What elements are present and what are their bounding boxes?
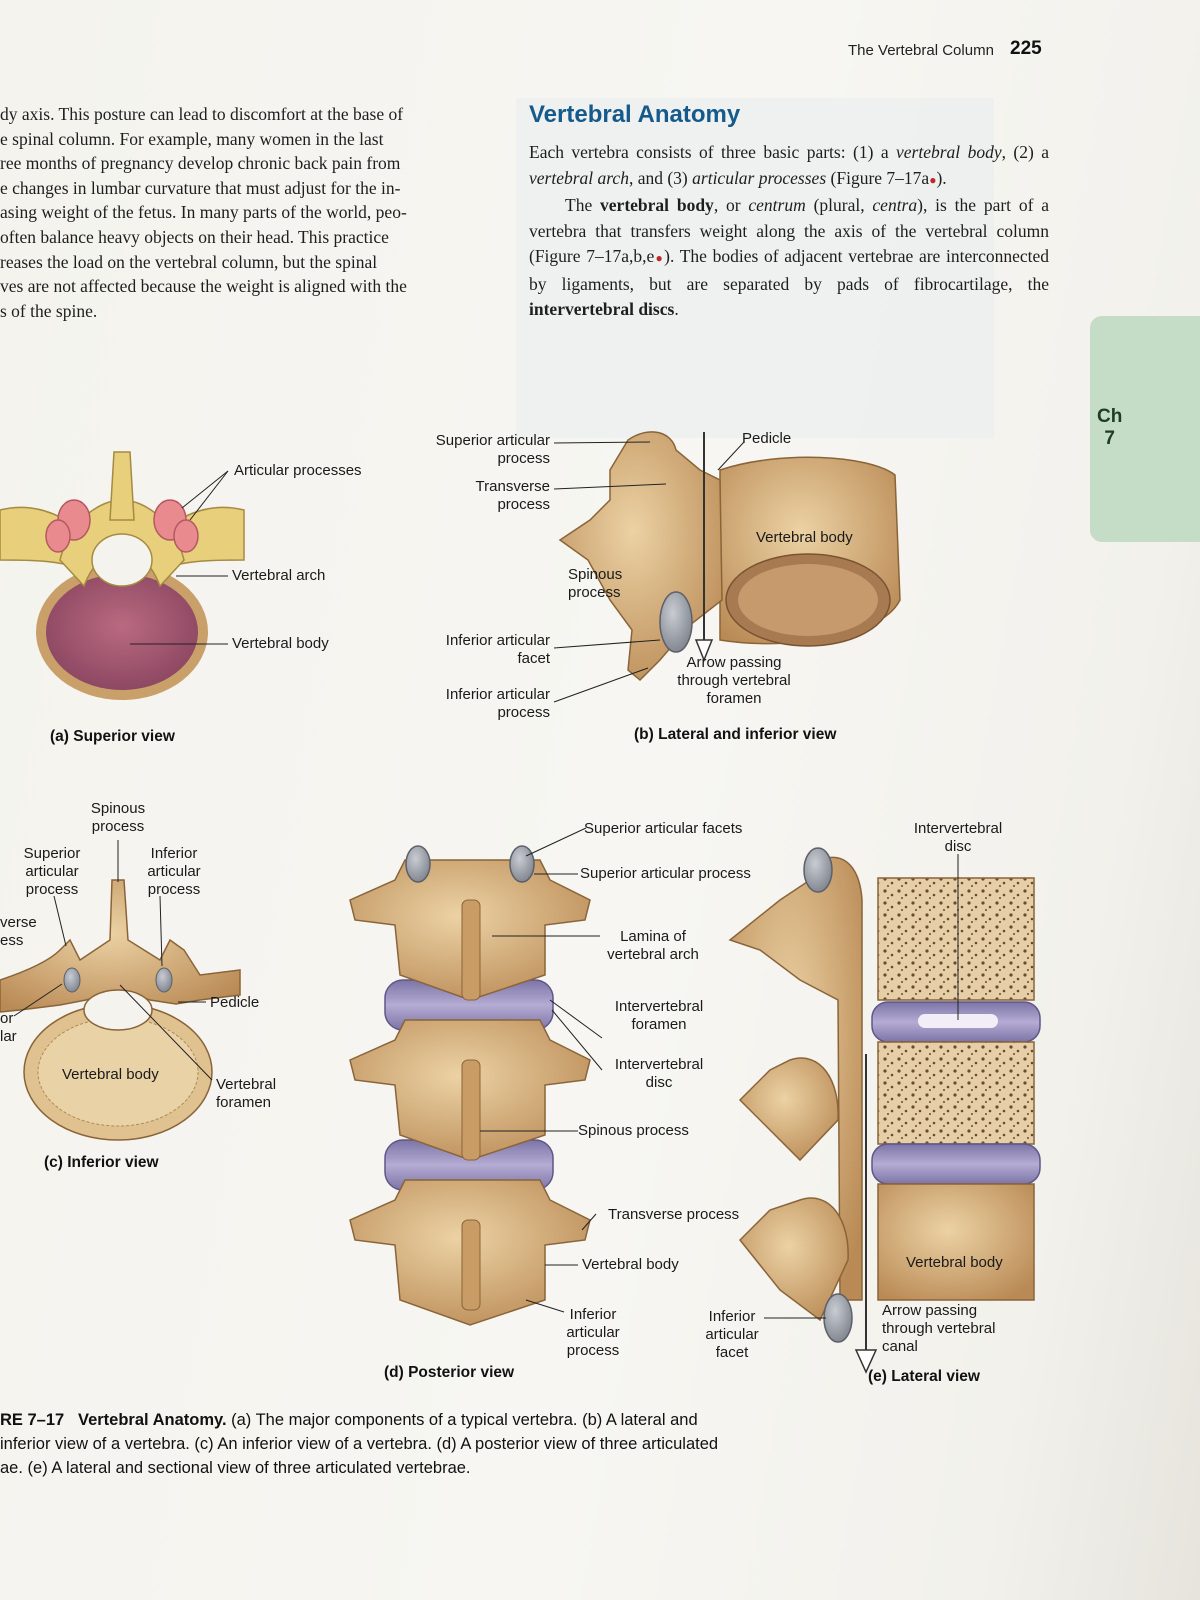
section-heading: Vertebral Anatomy [529, 101, 741, 128]
caption-figure-b: (b) Lateral and inferior view [634, 726, 837, 743]
figure-caption-line: ae. (e) A lateral and sectional view of … [0, 1459, 471, 1477]
label-intervertebral-foramen-d: Intervertebral foramen [614, 998, 704, 1033]
label-vertebral-body-e: Vertebral body [906, 1254, 1003, 1271]
text-line: often balance heavy objects on their hea… [0, 226, 389, 247]
label-intervertebral-disc-e: Intervertebral disc [913, 820, 1003, 855]
label-superior-articular-process-c: Superior articular process [23, 845, 81, 898]
text-line: ves are not affected because the weight … [0, 276, 407, 297]
figure-title: Vertebral Anatomy. [77, 1411, 227, 1429]
label-transverse-process-c: verse ess [0, 914, 37, 949]
inferior-facet-shape [659, 591, 693, 653]
figure-a-superior-view [0, 451, 245, 700]
label-spinous-process-c: Spinous process [90, 800, 146, 835]
figure-e-lateral-view [728, 847, 1041, 1374]
chapter-tab [1090, 316, 1200, 542]
figure-b-lateral-inferior-view [553, 431, 901, 703]
figure-number: RE 7–17 [0, 1411, 65, 1429]
label-transverse-process-b: Transverse process [475, 478, 550, 513]
label-lamina-d: Lamina of vertebral arch [607, 928, 699, 963]
label-vertebral-body-b: Vertebral body [756, 529, 853, 546]
figure-c-inferior-view [0, 840, 241, 1141]
label-transverse-process-d: Transverse process [608, 1206, 740, 1223]
figure-caption-line: inferior view of a vertebra. (c) An infe… [0, 1435, 719, 1453]
text-line: e spinal column. For example, many women… [0, 128, 384, 149]
label-arrow-canal-e: Arrow passing through vertebral canal [882, 1302, 996, 1355]
section-background [516, 98, 994, 438]
label-spinous-process-b: Spinous process [568, 566, 623, 601]
text-line: s of the spine. [0, 300, 98, 321]
running-header-title: The Vertebral Column [848, 42, 994, 59]
figure-d-posterior-view [349, 827, 603, 1326]
caption-figure-a: (a) Superior view [50, 728, 175, 745]
left-column-text: dy axis. This posture can lead to discom… [0, 102, 484, 323]
caption-figure-c: (c) Inferior view [44, 1154, 159, 1171]
label-superior-articular-process-b: Superior articular process [435, 432, 550, 467]
caption-figure-d: (d) Posterior view [384, 1364, 515, 1381]
label-vertebral-body-a: Vertebral body [232, 635, 329, 652]
label-articular-processes: Articular processes [234, 462, 362, 479]
label-inferior-articular-facet-b: Inferior articular facet [445, 632, 550, 667]
text-line: ree months of pregnancy develop chronic … [0, 153, 401, 174]
label-vertebral-foramen-c: Vertebral foramen [216, 1076, 277, 1111]
label-arrow-foramen-b: Arrow passing through vertebral foramen [677, 654, 791, 707]
caption-figure-e: (e) Lateral view [868, 1368, 980, 1385]
label-pedicle-c: Pedicle [210, 994, 260, 1011]
reference-dot: ● [929, 172, 937, 187]
label-inferior-articular-facet-e: Inferior articular facet [705, 1308, 759, 1361]
chapter-tab-label: Ch 7 [1097, 406, 1123, 449]
figure-caption: RE 7–17 Vertebral Anatomy. (a) The major… [0, 1408, 820, 1480]
text-line: dy axis. This posture can lead to discom… [0, 104, 404, 124]
label-inferior-articular-c: or lar [0, 1010, 17, 1045]
text-line: reases the load on the vertebral column,… [0, 251, 378, 272]
section-body: Each vertebra consists of three basic pa… [529, 140, 1049, 323]
label-superior-articular-facets-d: Superior articular facets [584, 820, 743, 837]
paragraph-2: The vertebral body, or centrum (plural, … [529, 195, 1050, 319]
label-intervertebral-disc-d: Intervertebral disc [614, 1056, 704, 1091]
label-inferior-articular-process-d: Inferior articular process [566, 1306, 620, 1359]
label-spinous-process-d: Spinous process [578, 1122, 689, 1139]
vertebral-body-shape [46, 574, 198, 690]
label-vertebral-arch: Vertebral arch [232, 567, 326, 584]
label-inferior-articular-process-c: Inferior articular process [147, 845, 201, 898]
page-number: 225 [1010, 38, 1042, 59]
text-line: asing weight of the fetus. In many parts… [0, 202, 407, 223]
paragraph-1: Each vertebra consists of three basic pa… [529, 142, 1049, 188]
label-superior-articular-process-d: Superior articular process [580, 865, 751, 882]
label-inferior-articular-process-b: Inferior articular process [445, 686, 550, 721]
text-line: e changes in lumbar curvature that must … [0, 177, 401, 198]
label-vertebral-body-c: Vertebral body [62, 1066, 159, 1083]
label-vertebral-body-d: Vertebral body [582, 1256, 679, 1273]
label-pedicle-b: Pedicle [742, 430, 792, 447]
reference-dot: ● [654, 251, 665, 265]
